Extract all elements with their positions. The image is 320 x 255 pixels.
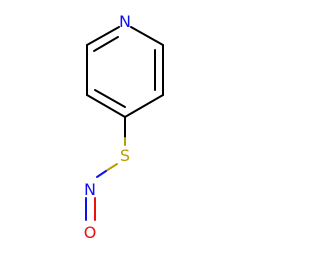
bond-c6-n1 [130, 26, 164, 46]
bond-n1-c2 [86, 26, 120, 46]
atom-label-n: N [84, 180, 96, 199]
bond-s-n-blue [96, 170, 107, 178]
bond-c3-c4 [86, 94, 126, 118]
bond-s-n [105, 163, 118, 172]
atom-label-s: S [120, 146, 130, 165]
chain-bonds [85, 116, 126, 221]
molecule-svg: N S N O [84, 12, 164, 242]
bond-c4-c5 [124, 94, 164, 118]
bond-c3-c4-inner [94, 89, 126, 108]
ring-bonds [86, 26, 164, 118]
structure-canvas: N S N O [84, 12, 164, 242]
atom-label-o: O [84, 223, 97, 242]
atom-label-ring-n: N [119, 12, 131, 31]
bond-n1-c2-inner [93, 36, 119, 52]
